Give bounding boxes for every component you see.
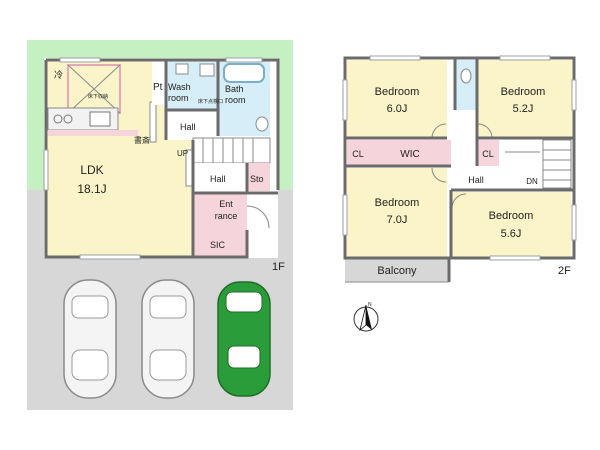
ldk-name-label: LDK (80, 163, 103, 177)
sic (193, 231, 247, 257)
storage-label: Sto (250, 174, 264, 184)
floor-2f-label: 2F (558, 265, 571, 277)
stairs-down (542, 139, 572, 189)
bedroom-ne-name: Bedroom (501, 86, 546, 98)
bedroom-nw-size: 6.0J (387, 103, 408, 115)
north-compass: N (353, 302, 379, 332)
washbasin (175, 63, 189, 75)
floor-1f: 冷 床下収納 書斎 LDK 18.1J Pt Wash room 床下点検口 B… (27, 40, 293, 410)
closet-right (477, 140, 499, 166)
north-symbol: N (368, 302, 372, 308)
ldk-size-label: 18.1J (77, 182, 106, 196)
underfloor-inspection-label: 床下点検口 (198, 98, 223, 105)
wic (369, 140, 451, 166)
pantry (152, 60, 166, 105)
closet-right-label: CL (482, 149, 494, 159)
bathroom-2f (455, 60, 477, 110)
floor-1f-label: 1F (272, 261, 285, 273)
underfloor-storage-label: 床下収納 (88, 93, 108, 100)
entrance-label: Ent rance (214, 199, 238, 221)
bedroom-sw-name: Bedroom (375, 197, 420, 209)
study-desk (149, 101, 157, 143)
entrance (193, 193, 247, 231)
hall-upper (166, 110, 218, 140)
bedroom-nw (347, 60, 447, 138)
parked-car-3 (217, 281, 271, 397)
closet-left (347, 140, 369, 166)
parked-car-1 (63, 279, 117, 399)
bedroom-ne (477, 60, 572, 138)
pantry-label: Pt (153, 82, 163, 93)
hall-lower-label: Hall (210, 174, 226, 184)
up-label: UP (177, 149, 188, 158)
closet-left-label: CL (352, 149, 364, 159)
stairs-up (192, 137, 271, 164)
bedroom-se-size: 5.6J (501, 228, 522, 240)
bedroom-nw-name: Bedroom (375, 86, 420, 98)
wic-label: WIC (400, 149, 419, 160)
bathtub (223, 63, 265, 83)
bedroom-ne-size: 5.2J (513, 103, 534, 115)
bath-room-label: Bath room (225, 84, 246, 105)
floor-2f: Bedroom 6.0J Bedroom 5.2J CL WIC CL Hall… (342, 55, 577, 283)
balcony-label: Balcony (377, 265, 417, 277)
storage-sto (247, 163, 270, 191)
bedroom-se (451, 192, 571, 258)
bedroom-sw-size: 7.0J (387, 214, 408, 226)
parked-car-2 (141, 279, 195, 399)
hall-2f-label: Hall (468, 175, 484, 185)
study-label: 書斎 (134, 135, 150, 145)
hall-lower (193, 163, 247, 193)
wash-room-label: Wash room (168, 82, 191, 103)
fridge-label: 冷 (54, 69, 63, 80)
bedroom-se-name: Bedroom (489, 210, 534, 222)
sic-label: SIC (210, 240, 226, 250)
bedroom-sw (347, 168, 447, 258)
hall-upper-label: Hall (180, 122, 196, 132)
balcony (345, 258, 449, 282)
down-label: DN (526, 177, 538, 186)
kitchen-back-counter (48, 130, 138, 136)
toilet (255, 116, 269, 132)
